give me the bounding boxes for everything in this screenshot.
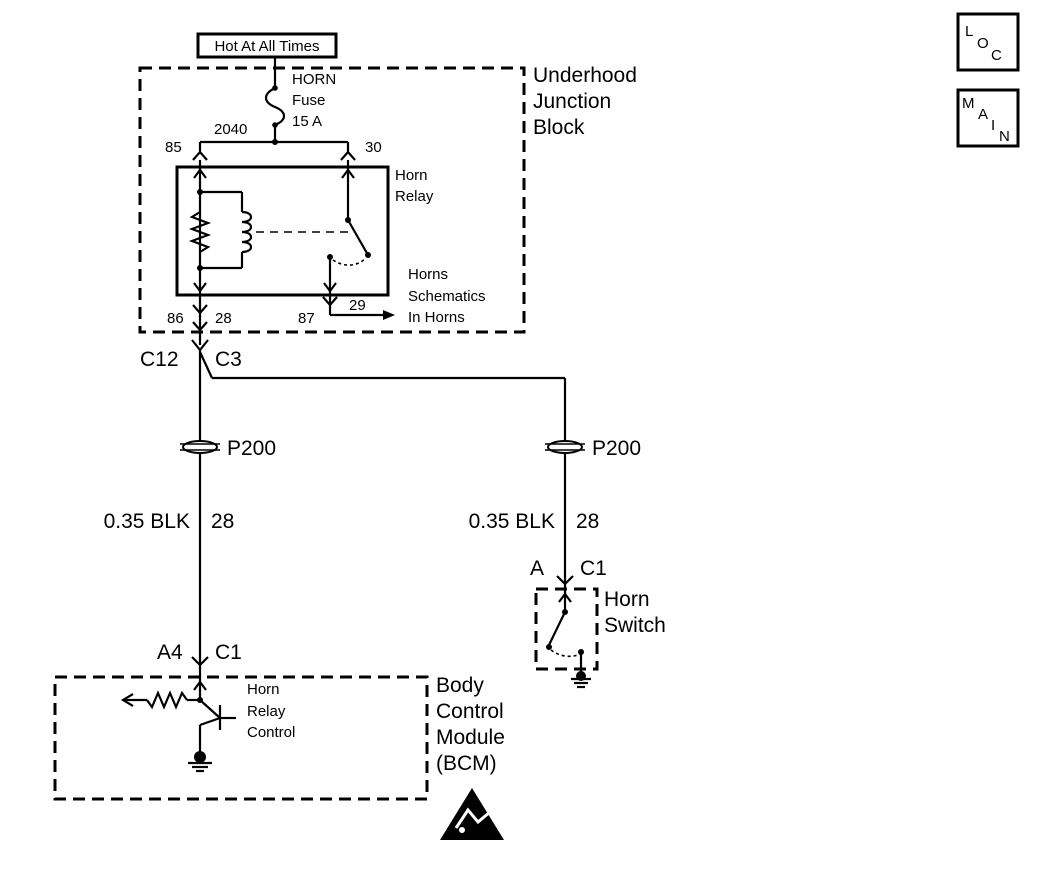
- wire-29-label: 29: [349, 297, 366, 314]
- bcm-internal-label-3: Control: [247, 724, 295, 741]
- wire-28-label: 28: [215, 310, 232, 327]
- pin-86-label: 86: [167, 310, 184, 327]
- bcm-internal-label-1: Horn: [247, 681, 280, 698]
- pin-87-label: 87: [298, 310, 315, 327]
- junction-block-label-1: Underhood: [533, 64, 637, 87]
- switch-pin-label: A: [530, 557, 544, 580]
- switch-conn-label: C1: [580, 557, 607, 580]
- bcm-outline: [53, 675, 429, 801]
- horns-ref-label-3: In Horns: [408, 309, 465, 326]
- fuse-label: Fuse: [292, 92, 325, 109]
- svg-text:C: C: [991, 47, 1002, 64]
- horn-relay-box: [175, 165, 390, 297]
- horn-relay-label-2: Relay: [395, 188, 434, 205]
- main-icon: M A I N: [956, 88, 1020, 148]
- connector-c3-label: C3: [215, 348, 242, 371]
- horn-switch-label-2: Switch: [604, 614, 666, 637]
- horns-arrow-icon: [383, 310, 395, 320]
- wire-left-gauge: 0.35 BLK: [104, 510, 190, 533]
- pin-85-connector-icon: [192, 150, 208, 161]
- underhood-junction-block-outline: [138, 66, 526, 334]
- svg-text:N: N: [999, 128, 1010, 145]
- pin-86-connector-icon: [192, 304, 208, 315]
- bcm-label-2: Control: [436, 700, 504, 723]
- hot-at-all-times-label: Hot At All Times: [214, 38, 319, 55]
- splice-p200-left-icon: [180, 440, 220, 454]
- fuse-rating: 15 A: [292, 113, 322, 130]
- esd-warning-icon: [440, 788, 504, 840]
- relay-switch-contacts: [323, 160, 371, 295]
- horns-ref-label-2: Schematics: [408, 288, 486, 305]
- junction-block-label-3: Block: [533, 116, 585, 139]
- pin-85-label: 85: [165, 139, 182, 156]
- splice-right-label: P200: [592, 437, 641, 460]
- wire-left-circuit: 28: [211, 510, 234, 533]
- svg-text:A: A: [978, 106, 988, 123]
- splice-p200-right-icon: [545, 440, 585, 454]
- bcm-transistor-symbol: [120, 665, 236, 773]
- pin-30-label: 30: [365, 139, 382, 156]
- connector-c12-label: C12: [140, 348, 179, 371]
- wire-right-gauge: 0.35 BLK: [469, 510, 555, 533]
- circuit-2040-label: 2040: [214, 121, 247, 138]
- horn-relay-label-1: Horn: [395, 167, 428, 184]
- bcm-label-1: Body: [436, 674, 484, 697]
- loc-icon: L O C: [956, 12, 1020, 72]
- fuse-name: HORN: [292, 71, 336, 88]
- bcm-conn-label: C1: [215, 641, 242, 664]
- horns-ref-label-1: Horns: [408, 266, 448, 283]
- svg-text:I: I: [991, 117, 995, 134]
- svg-text:O: O: [977, 35, 989, 52]
- wire-right-circuit: 28: [576, 510, 599, 533]
- hot-at-all-times-box: [196, 32, 338, 59]
- pin-30-connector-icon: [340, 150, 356, 161]
- junction-block-label-2: Junction: [533, 90, 611, 113]
- svg-text:L: L: [965, 23, 973, 40]
- horn-switch-label-1: Horn: [604, 588, 650, 611]
- horn-fuse-symbol: [264, 68, 286, 142]
- bcm-pin-label: A4: [157, 641, 183, 664]
- bcm-label-3: Module: [436, 726, 505, 749]
- horn-switch-outline: [534, 587, 599, 671]
- splice-left-label: P200: [227, 437, 276, 460]
- bcm-internal-label-2: Relay: [247, 703, 286, 720]
- bcm-label-4: (BCM): [436, 752, 497, 775]
- relay-coil-circuit: [188, 160, 348, 295]
- svg-text:M: M: [962, 95, 975, 112]
- horn-switch-symbol: [546, 584, 591, 689]
